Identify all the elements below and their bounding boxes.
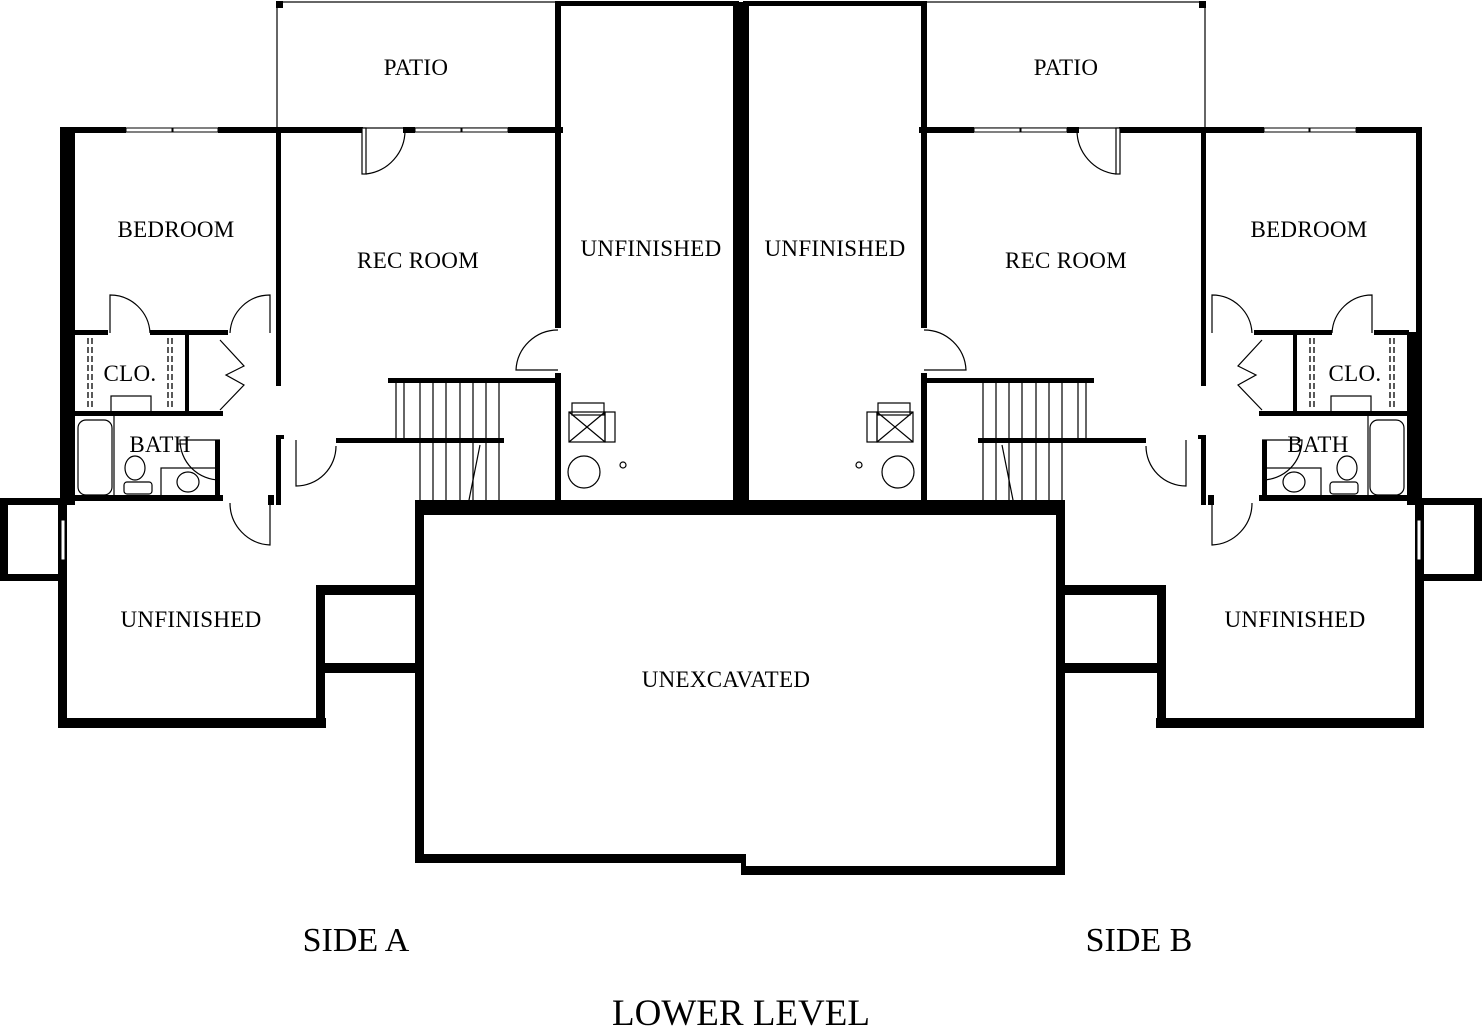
label-bedroom-b: BEDROOM xyxy=(1250,217,1367,242)
label-bedroom-a: BEDROOM xyxy=(117,217,234,242)
label-bath-a: BATH xyxy=(129,432,190,457)
floor-plan-title: LOWER LEVEL xyxy=(612,993,870,1031)
label-unfinished-lower-b: UNFINISHED xyxy=(1225,607,1366,632)
label-side-a: SIDE A xyxy=(303,922,410,959)
label-closet-b: CLO. xyxy=(1329,361,1382,386)
label-unfinished-center-a: UNFINISHED xyxy=(581,236,722,261)
label-rec-room-a: REC ROOM xyxy=(357,248,479,273)
label-closet-a: CLO. xyxy=(104,361,157,386)
label-unexcavated: UNEXCAVATED xyxy=(642,667,811,692)
label-rec-room-b: REC ROOM xyxy=(1005,248,1127,273)
label-bath-b: BATH xyxy=(1287,432,1348,457)
label-patio-b: PATIO xyxy=(1034,55,1099,80)
unexcavated-area xyxy=(415,2,1065,875)
label-unfinished-center-b: UNFINISHED xyxy=(765,236,906,261)
label-unfinished-lower-a: UNFINISHED xyxy=(121,607,262,632)
label-side-b: SIDE B xyxy=(1086,922,1193,959)
label-patio-a: PATIO xyxy=(384,55,449,80)
stair-a xyxy=(395,383,500,506)
